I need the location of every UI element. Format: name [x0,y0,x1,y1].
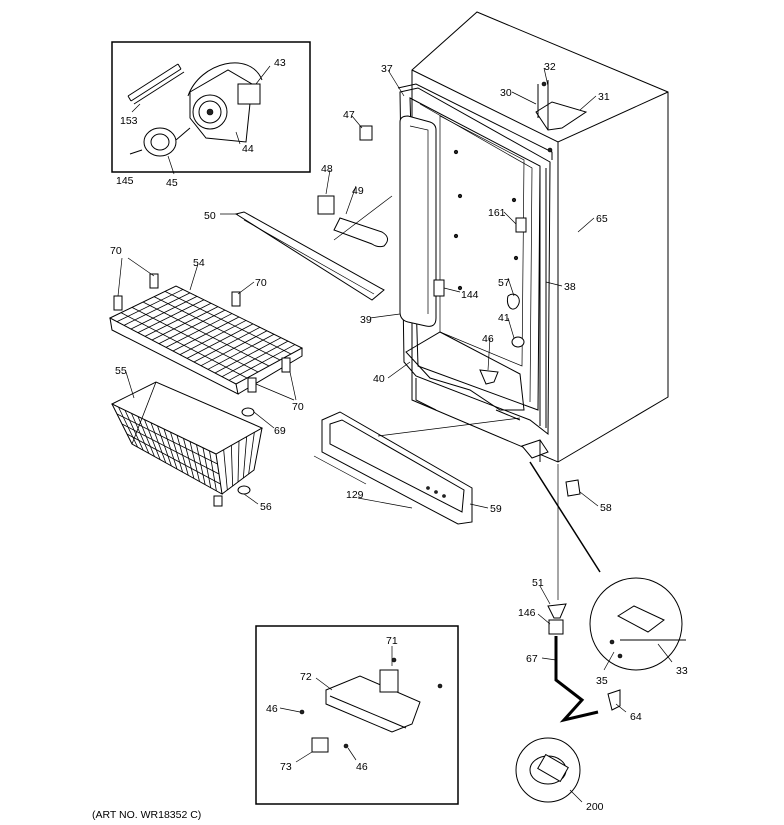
callout-38: 38 [564,281,576,293]
callout-50: 50 [204,210,216,222]
callout-161: 161 [488,207,506,219]
callout-40: 40 [373,373,385,385]
callout-153: 153 [120,115,138,127]
callout-47: 47 [343,109,355,121]
callout-144: 144 [461,289,479,301]
callout-30: 30 [500,87,512,99]
callout-labels: 43 153 44 145 45 37 32 30 31 47 48 49 50… [110,57,688,813]
light-shield [234,195,393,301]
control-inset [255,625,459,805]
callout-72: 72 [300,671,312,683]
callout-56: 56 [260,501,272,513]
leader-lines [117,67,673,803]
wire-shelf [108,285,304,395]
callout-64: 64 [630,711,642,723]
callout-51: 51 [532,577,544,589]
callout-69: 69 [274,425,286,437]
callout-33: 33 [676,665,688,677]
callout-39: 39 [360,314,372,326]
callout-48: 48 [321,163,333,175]
callout-49: 49 [352,185,364,197]
callout-129: 129 [346,489,364,501]
callout-31: 31 [598,91,610,103]
callout-67: 67 [526,653,538,665]
callout-37: 37 [381,63,393,75]
callout-54: 54 [193,257,205,269]
callout-71: 71 [386,635,398,647]
callout-55: 55 [115,365,127,377]
callout-200: 200 [586,801,604,813]
callout-70-right: 70 [255,277,267,289]
callout-41: 41 [498,312,510,324]
callout-46-inset-bottom: 46 [356,761,368,773]
callout-46-cabinet: 46 [482,333,494,345]
callout-43: 43 [274,57,286,69]
callout-35: 35 [596,675,608,687]
callout-44: 44 [242,143,254,155]
cabinet [317,11,669,463]
callout-70-lower: 70 [292,401,304,413]
callout-57: 57 [498,277,510,289]
callout-32: 32 [544,61,556,73]
shelf-supports [113,273,291,507]
grille [321,411,521,525]
callout-145: 145 [116,175,134,187]
drain-assembly [515,461,686,803]
callout-65: 65 [596,213,608,225]
wire-basket [110,381,264,495]
callout-58: 58 [600,502,612,514]
callout-59: 59 [490,503,502,515]
callout-70-top: 70 [110,245,122,257]
art-number: (ART NO. WR18352 C) [92,809,201,821]
callout-46-inset-top: 46 [266,703,278,715]
callout-146: 146 [518,607,536,619]
callout-45: 45 [166,177,178,189]
fan-assembly-inset [111,41,311,175]
callout-73: 73 [280,761,292,773]
